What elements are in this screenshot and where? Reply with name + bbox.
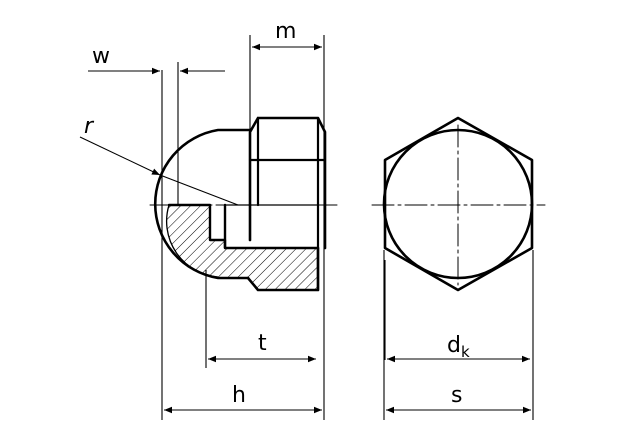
front-view — [371, 116, 546, 292]
label-w: w — [92, 44, 110, 69]
label-r: r — [84, 114, 95, 139]
label-h: h — [232, 383, 246, 408]
label-t: t — [258, 331, 267, 356]
label-dk-main: d — [447, 333, 461, 358]
side-view — [149, 116, 341, 292]
dimension-labels: m w r t h dk s — [84, 19, 470, 408]
label-s: s — [451, 383, 462, 408]
label-m: m — [275, 19, 296, 44]
label-dk-sub: k — [461, 343, 470, 361]
hex-front-outline — [383, 116, 534, 292]
dim-r-to-center — [159, 174, 239, 206]
section-hatch — [166, 205, 318, 290]
label-dk: dk — [447, 333, 470, 361]
dim-r-leader — [79, 136, 161, 176]
hex-outline — [248, 116, 327, 207]
dimensions — [79, 35, 534, 420]
